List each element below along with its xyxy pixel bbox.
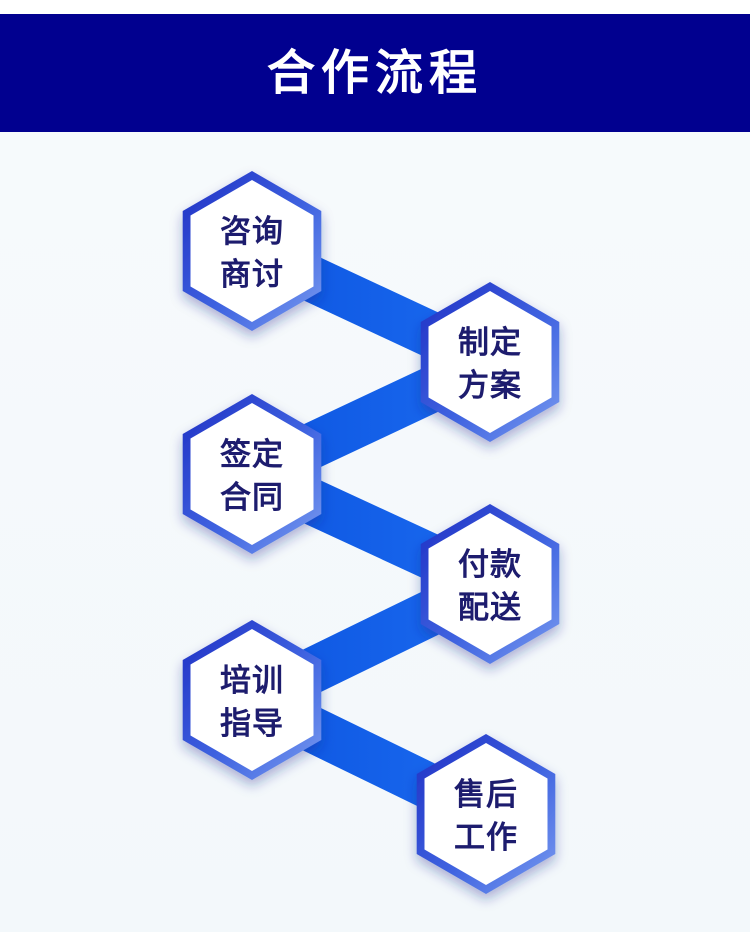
hexagon-face — [428, 291, 552, 433]
hexagon-face — [190, 180, 314, 322]
top-gap — [0, 0, 750, 14]
step-label-line1: 咨询 — [220, 214, 284, 250]
page-title: 合作流程 — [266, 45, 483, 101]
step-label-line2: 工作 — [454, 820, 518, 856]
step-label-line1: 制定 — [458, 325, 522, 361]
step-label-line1: 培训 — [220, 663, 284, 699]
step-label-line1: 付款 — [458, 547, 522, 583]
step-label-line1: 签定 — [220, 437, 284, 473]
header-banner: 合作流程 — [0, 14, 750, 132]
hexagon-face — [428, 513, 552, 655]
hexagon-face — [424, 743, 548, 885]
step-label-line2: 指导 — [220, 706, 284, 742]
step-label-line2: 合同 — [220, 480, 284, 516]
hexagon-face — [190, 403, 314, 545]
step-label-line2: 商讨 — [220, 257, 284, 293]
step-label-line1: 售后 — [454, 777, 518, 813]
step-label-line2: 配送 — [458, 590, 522, 626]
step-label-line2: 方案 — [458, 368, 522, 404]
hexagon-face — [190, 629, 314, 771]
